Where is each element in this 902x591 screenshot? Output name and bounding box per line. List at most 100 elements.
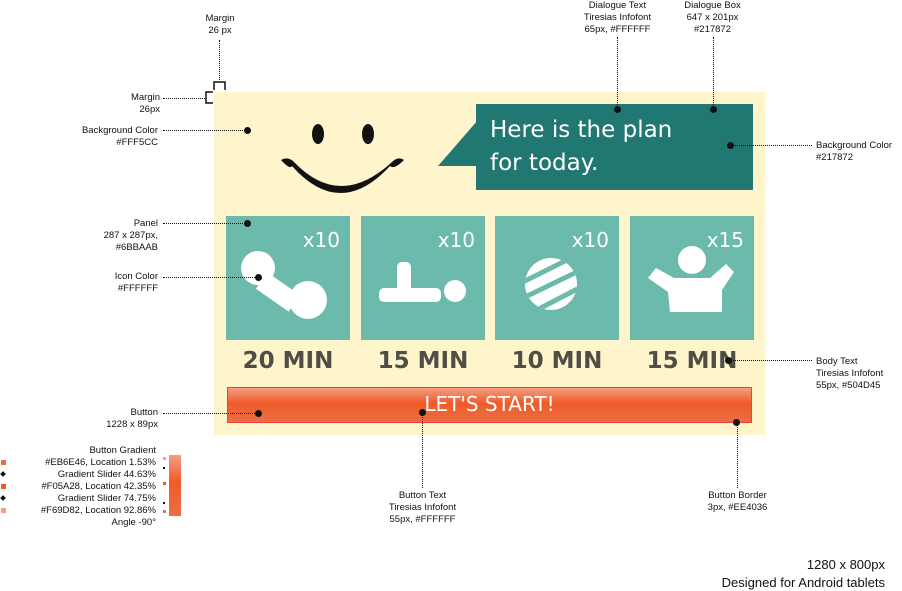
gradient-line: #F69D82, Location 92.86% xyxy=(40,505,156,516)
annotation-value: Tiresias Infofont xyxy=(816,368,884,379)
annotation-title: Background Color xyxy=(81,125,158,136)
button-text-annotation: Button Text Tiresias Infofont 55px, #FFF… xyxy=(370,490,475,526)
dialogue-tail xyxy=(438,120,478,166)
annotation-title: Panel xyxy=(133,218,158,229)
leader-dot xyxy=(710,106,717,113)
ball-icon xyxy=(525,258,577,310)
slider-marker xyxy=(0,471,6,477)
gradient-line: #EB6E46, Location 1.53% xyxy=(45,457,156,468)
leader-line xyxy=(163,130,247,131)
slider-marker xyxy=(163,467,165,469)
margin-top-annotation: Margin 26 px xyxy=(190,13,250,37)
platform-note: Designed for Android tablets xyxy=(721,575,885,590)
exercise-panel-4[interactable]: x15 xyxy=(630,216,754,340)
repetition-count: x10 xyxy=(302,228,340,252)
leader-line xyxy=(163,413,257,414)
leader-line xyxy=(617,37,618,109)
annotation-title: Background Color xyxy=(816,140,893,151)
screen-size-label: 1280 x 800px xyxy=(806,557,885,572)
dialogue-text: Here is the plan for today. xyxy=(490,117,673,176)
dialogue-background-annotation: Background Color #217872 xyxy=(816,140,892,164)
margin-left-annotation: Margin 26px xyxy=(80,92,160,116)
leader-line xyxy=(730,145,812,146)
slider-marker xyxy=(0,495,6,501)
annotation-value: 65px, #FFFFFF xyxy=(584,24,651,35)
color-stop-marker xyxy=(1,460,6,465)
leader-dot xyxy=(419,409,426,416)
annotation-title: Button xyxy=(130,407,158,418)
smiley-face-icon xyxy=(281,124,404,193)
background-color-annotation: Background Color #FFF5CC xyxy=(40,125,158,149)
annotation-title: Margin xyxy=(130,92,160,103)
annotation-value: 647 x 201px xyxy=(686,12,739,23)
icon-color-annotation: Icon Color #FFFFFF xyxy=(40,271,158,295)
annotation-value: #217872 xyxy=(694,24,731,35)
annotation-title: Margin xyxy=(205,13,235,24)
dialogue-text-annotation: Dialogue Text Tiresias Infofont 65px, #F… xyxy=(565,0,670,36)
button-annotation: Button 1228 x 89px xyxy=(40,407,158,431)
annotation-title: Body Text xyxy=(816,356,858,367)
annotation-title: Dialogue Text xyxy=(588,0,647,11)
leader-line xyxy=(713,37,714,109)
leader-dot xyxy=(614,106,621,113)
color-stop-marker xyxy=(163,482,166,485)
annotation-value: Tiresias Infofont xyxy=(583,12,652,23)
exercise-panel-2[interactable]: x10 xyxy=(361,216,485,340)
gradient-swatch xyxy=(169,455,181,516)
margin-bracket xyxy=(205,91,213,104)
slider-marker xyxy=(163,502,165,504)
leader-dot xyxy=(255,274,262,281)
leader-dot xyxy=(255,410,262,417)
gradient-line: Gradient Slider 44.63% xyxy=(57,469,156,480)
leader-dot xyxy=(244,127,251,134)
annotation-value: #FFFFFF xyxy=(117,283,158,294)
leader-line xyxy=(163,98,205,99)
button-gradient-annotation: Button Gradient #EB6E46, Location 1.53% … xyxy=(10,445,156,529)
annotation-value: #FFF5CC xyxy=(116,137,158,148)
duration-label-4: 15 MIN xyxy=(646,348,738,374)
gradient-line: #F05A28, Location 42.35% xyxy=(41,481,156,492)
exercise-panel-3[interactable]: x10 xyxy=(495,216,619,340)
annotation-value: 55px, #FFFFFF xyxy=(389,514,456,525)
margin-bracket xyxy=(213,81,226,90)
gradient-line: Angle -90° xyxy=(111,517,156,528)
annotation-value: 287 x 287px, xyxy=(103,230,158,241)
arms-up-person-icon xyxy=(648,246,734,312)
annotation-title: Button Border xyxy=(708,490,767,501)
leader-line xyxy=(219,40,220,80)
leader-dot xyxy=(725,357,732,364)
annotation-title: Button Text xyxy=(398,490,447,501)
lying-exercise-icon xyxy=(379,262,466,302)
gradient-line: Gradient Slider 74.75% xyxy=(57,493,156,504)
annotation-value: 55px, #504D45 xyxy=(816,380,881,391)
exercise-panel-1[interactable]: x10 xyxy=(226,216,350,340)
annotation-value: Tiresias Infofont xyxy=(388,502,457,513)
duration-label-3: 10 MIN xyxy=(511,348,603,374)
leader-line xyxy=(163,223,247,224)
leader-dot xyxy=(733,419,740,426)
annotation-title: Icon Color xyxy=(114,271,158,282)
leader-dot xyxy=(244,220,251,227)
leader-line xyxy=(422,412,423,488)
annotation-title: Dialogue Box xyxy=(684,0,741,11)
dialogue-box: Here is the plan for today. xyxy=(476,104,753,190)
leader-dot xyxy=(727,142,734,149)
color-stop-marker xyxy=(163,510,166,513)
repetition-count: x15 xyxy=(706,228,744,252)
repetition-count: x10 xyxy=(437,228,475,252)
duration-label-1: 20 MIN xyxy=(242,348,334,374)
annotation-value: 3px, #EE4036 xyxy=(707,502,768,513)
color-stop-marker xyxy=(1,484,6,489)
annotation-value: #217872 xyxy=(816,152,853,163)
dialogue-box-annotation: Dialogue Box 647 x 201px #217872 xyxy=(670,0,755,36)
start-button[interactable]: LET'S START! xyxy=(227,387,752,423)
body-text-annotation: Body Text Tiresias Infofont 55px, #504D4… xyxy=(816,356,883,392)
button-border-annotation: Button Border 3px, #EE4036 xyxy=(690,490,785,514)
annotation-value: 1228 x 89px xyxy=(106,419,158,430)
duration-label-2: 15 MIN xyxy=(377,348,469,374)
annotation-title: Button Gradient xyxy=(89,445,156,456)
repetition-count: x10 xyxy=(571,228,609,252)
leader-line xyxy=(737,424,738,488)
dumbbell-icon xyxy=(241,251,327,319)
leader-line xyxy=(730,360,812,361)
